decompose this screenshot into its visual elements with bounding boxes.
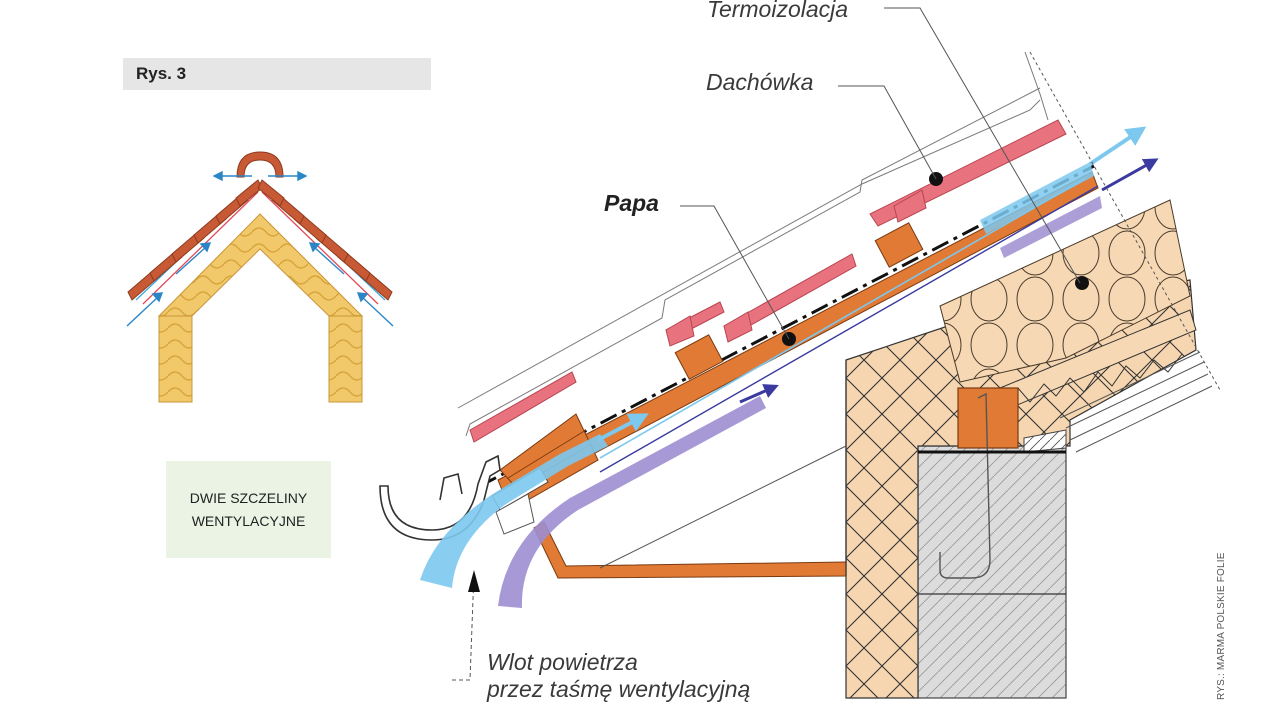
label-papa: Papa	[604, 190, 659, 216]
roof-tiles	[469, 119, 1067, 443]
note-line-1: DWIE SZCZELINY	[189, 489, 308, 506]
right-wall-insulation	[328, 315, 363, 403]
figure-label: Rys. 3	[123, 58, 431, 90]
ventilation-note: DWIE SZCZELINY WENTYLACYJNE	[166, 461, 331, 558]
concrete-lintel	[917, 445, 1067, 699]
ridge-cap	[236, 151, 284, 178]
soffit-board	[533, 521, 847, 579]
air-flow-purple	[498, 396, 766, 608]
batten-3	[874, 222, 924, 268]
tiles-left	[127, 179, 263, 301]
label-dachowka: Dachówka	[706, 69, 814, 95]
thermal-insulation	[939, 199, 1191, 383]
small-air-arrows	[126, 170, 394, 327]
wlot-arrow-icon	[468, 570, 480, 592]
eaves-section	[379, 7, 1221, 699]
roof-insulation	[157, 213, 364, 317]
leader-lines	[599, 7, 1221, 569]
image-credit: RYS.: MARMA POLSKIE FOLIE	[1216, 552, 1227, 700]
note-line-2: WENTYLACYJNE	[191, 512, 306, 529]
label-wlot-line2: przez taśmę wentylacyjną	[487, 676, 751, 702]
batten-2	[674, 334, 724, 380]
air-flow-light	[420, 434, 608, 588]
tile-outline	[457, 51, 1049, 437]
left-wall-insulation	[158, 315, 193, 403]
label-termoizolacja: Termoizolacja	[707, 0, 849, 22]
ridge-section-small	[126, 151, 394, 403]
label-wlot-line1: Wlot powietrza	[487, 649, 638, 675]
wall-plate	[957, 387, 1019, 449]
tiles-right	[257, 179, 393, 301]
